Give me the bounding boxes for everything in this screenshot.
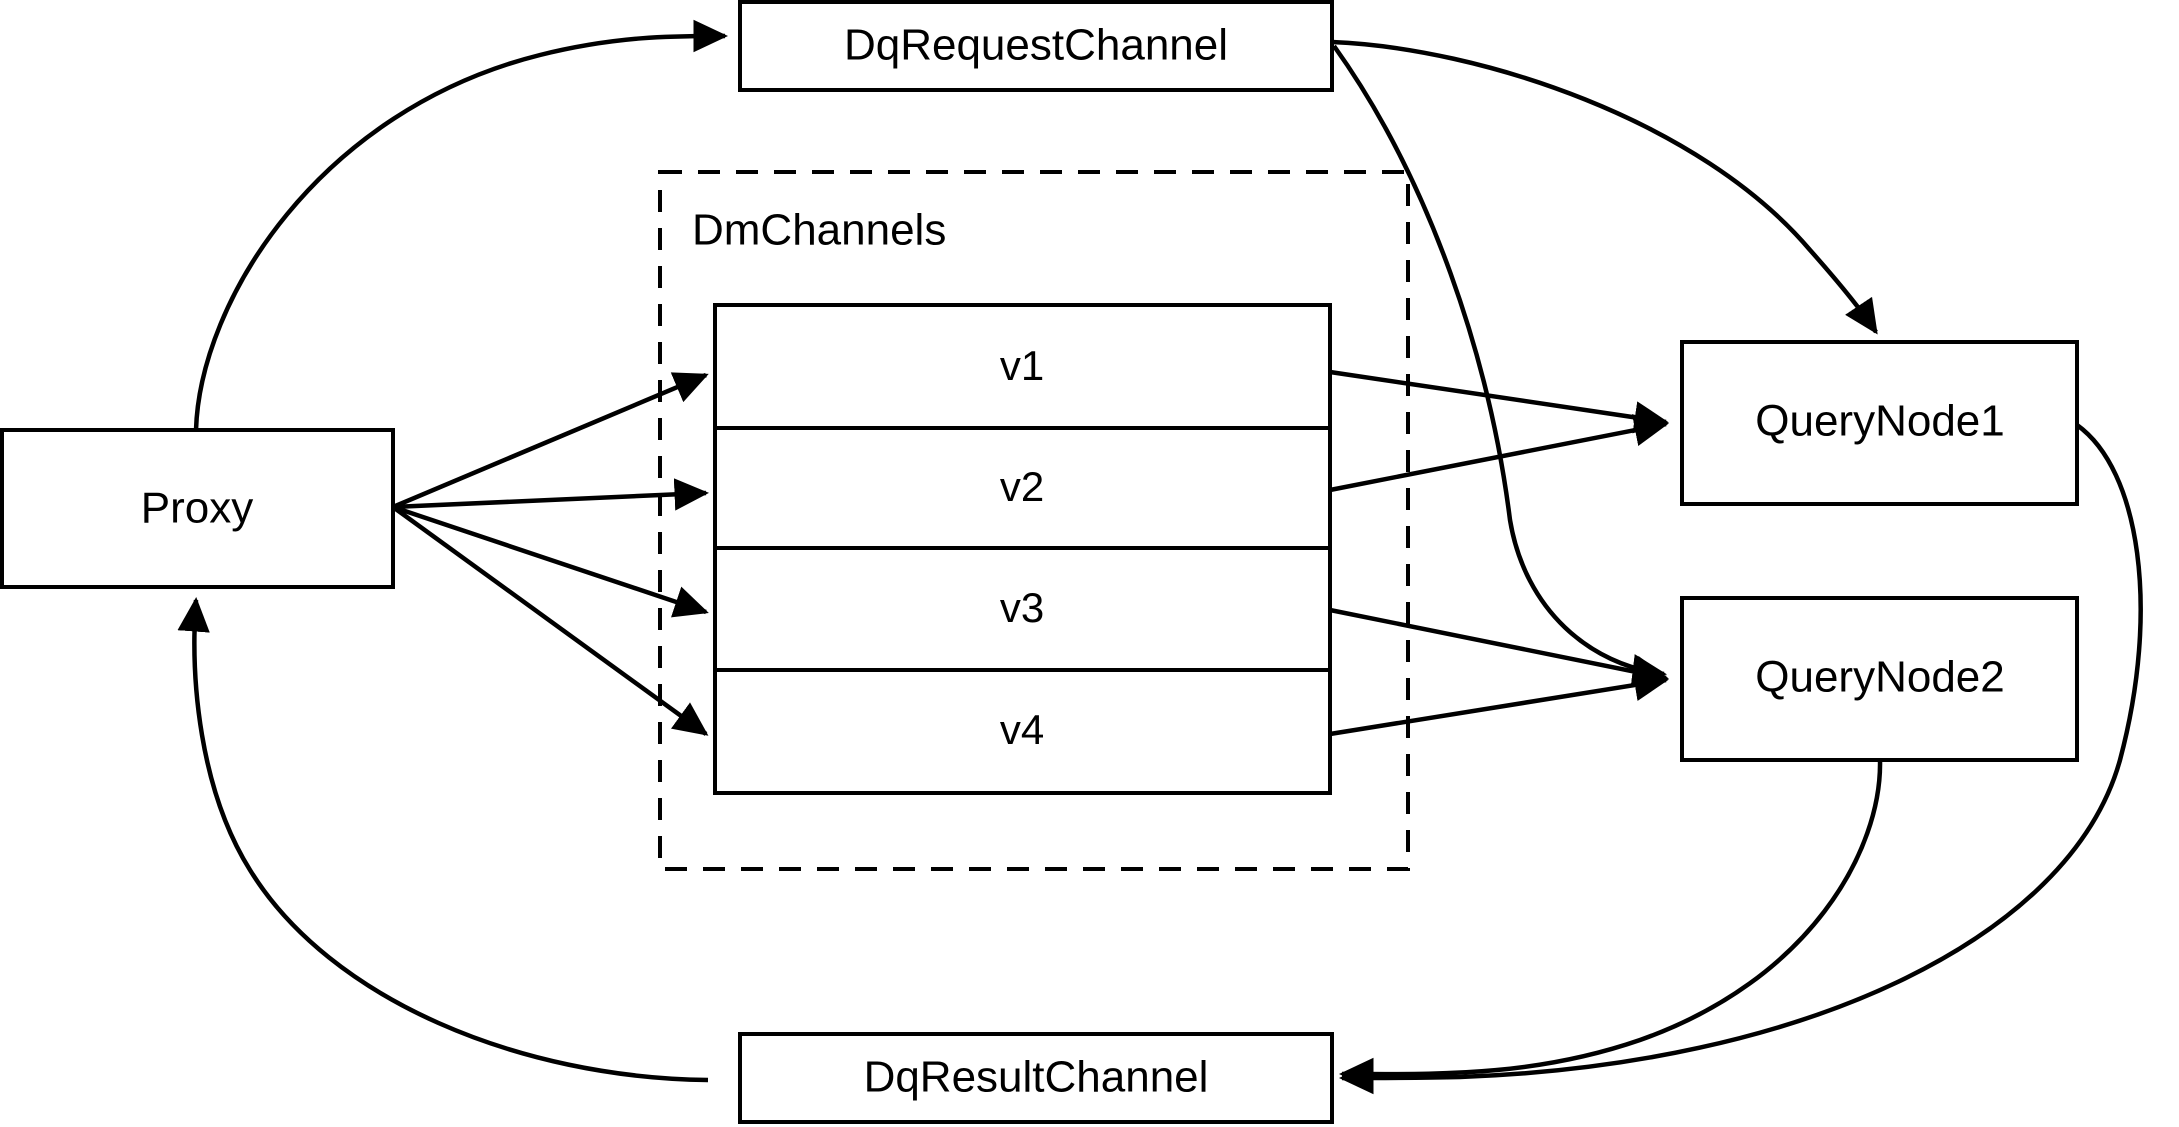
node-querynode1-box[interactable] (1680, 340, 2079, 506)
dmchannels-stack: v1 v2 v3 v4 (713, 303, 1332, 795)
node-dqrequestchannel-box[interactable] (738, 0, 1334, 92)
node-querynode2-box[interactable] (1680, 596, 2079, 762)
edge-v3-to-querynode2 (1329, 607, 1669, 688)
edge-proxy-to-v2 (392, 478, 709, 511)
channel-cell-v2[interactable]: v2 (1000, 463, 1044, 510)
node-dqresultchannel[interactable]: DqResultChannel (738, 1032, 1334, 1124)
channel-cell-v4[interactable]: v4 (1000, 706, 1044, 753)
node-dqrequestchannel[interactable]: DqRequestChannel (738, 0, 1334, 92)
node-querynode2[interactable]: QueryNode2 (1680, 596, 2079, 762)
edge-dqresultchannel-to-proxy (177, 597, 709, 1083)
node-querynode1[interactable]: QueryNode1 (1680, 340, 2079, 506)
node-querynode2-label: QueryNode2 (1755, 653, 2004, 702)
edge-proxy-to-v4 (391, 505, 709, 736)
node-querynode1-label: QueryNode1 (1755, 397, 2004, 446)
node-proxy-label: Proxy (141, 484, 253, 533)
node-dqresultchannel-box[interactable] (738, 1032, 1334, 1124)
edge-dqrequestchannel-to-querynode1 (1331, 39, 1878, 335)
node-proxy[interactable]: Proxy (0, 428, 395, 589)
dmchannels-group-label: DmChannels (692, 206, 946, 255)
edge-v1-to-querynode1 (1329, 369, 1669, 434)
node-dqresultchannel-label: DqResultChannel (864, 1053, 1209, 1102)
channel-cell-v3[interactable]: v3 (1000, 584, 1044, 631)
edge-v4-to-querynode2 (1329, 669, 1669, 737)
dmchannels-group: DmChannels (658, 170, 1410, 871)
node-dqrequestchannel-label: DqRequestChannel (844, 21, 1228, 70)
edge-proxy-to-v1 (392, 372, 709, 510)
channel-cell-v1[interactable]: v1 (1000, 342, 1044, 389)
edge-proxy-to-v3 (392, 504, 709, 618)
edge-querynode1-to-dqresultchannel (1339, 423, 2143, 1095)
edge-querynode2-to-dqresultchannel (1339, 759, 1883, 1091)
edge-proxy-to-dqrequestchannel (193, 19, 728, 431)
edge-v2-to-querynode1 (1329, 414, 1669, 493)
edge-dqrequestchannel-to-querynode2 (1332, 44, 1667, 687)
node-proxy-box[interactable] (0, 428, 395, 589)
